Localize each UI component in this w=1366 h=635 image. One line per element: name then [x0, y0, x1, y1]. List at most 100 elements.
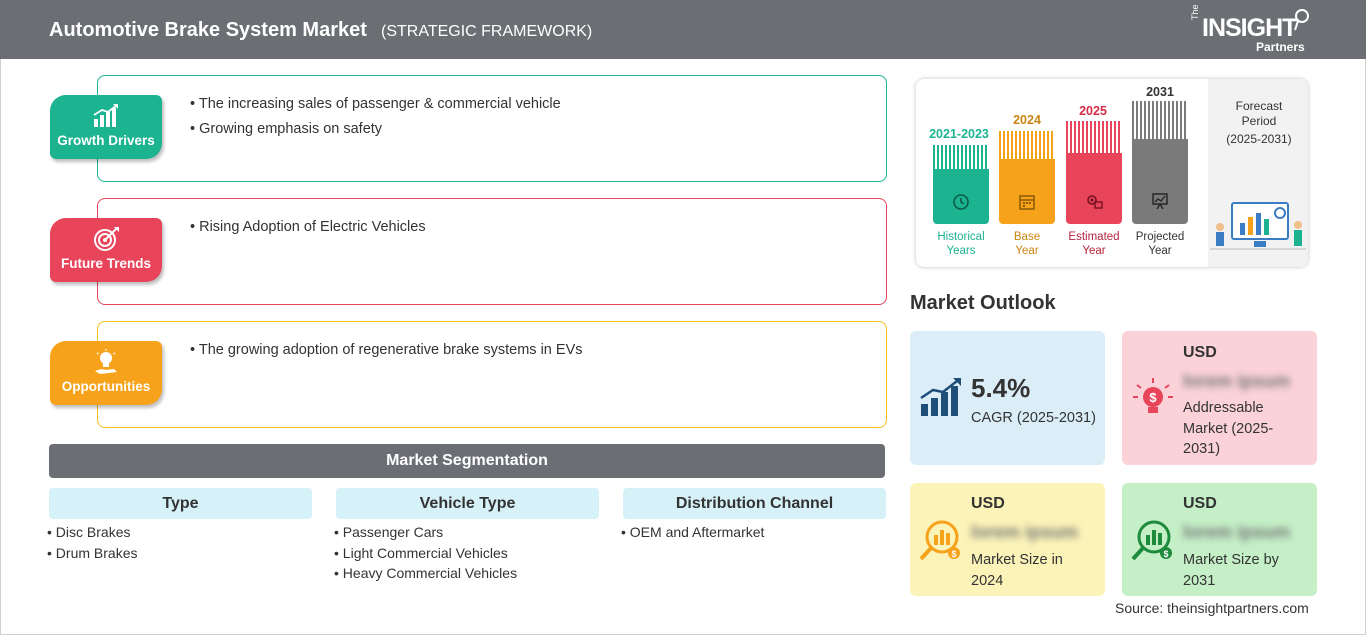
logo-the-text: The — [1190, 4, 1200, 20]
opportunities-badge: Opportunities — [50, 341, 162, 405]
target-icon — [94, 227, 119, 251]
logo-lens-icon — [1294, 9, 1309, 31]
label-line: Year — [1148, 245, 1172, 257]
opportunities-list: The growing adoption of regenerative bra… — [190, 342, 583, 367]
svg-text:$: $ — [1149, 390, 1157, 405]
calendar-icon — [1019, 195, 1035, 210]
presentation-chart-icon — [1152, 193, 1168, 210]
timeline-panel: Forecast Period (2025-2031) 2021-2023 Hi… — [916, 79, 1308, 267]
timeline-year-estimated: 2025 — [1079, 104, 1107, 118]
timeline-bar-estimated — [1066, 121, 1122, 224]
label-line: Historical — [937, 231, 985, 243]
label-line: Year — [1082, 245, 1106, 257]
header-bar: Automotive Brake System Market (STRATEGI… — [0, 0, 1366, 59]
cagr-box: 5.4% CAGR (2025-2031) — [910, 331, 1105, 465]
growth-drivers-badge: Growth Drivers — [50, 95, 162, 159]
list-item: Growing emphasis on safety — [190, 121, 561, 137]
badge-label: Growth Drivers — [57, 133, 155, 148]
label-line: 2031 — [1183, 572, 1216, 589]
logo-insight-text: INSIGHT — [1202, 14, 1297, 42]
list-item: Disc Brakes — [47, 524, 137, 545]
market-size-2024-label: Market Size in 2024 — [971, 550, 1063, 591]
label-line: 2024 — [971, 572, 1004, 589]
label-line: Market Size by — [1183, 552, 1279, 568]
list-item: Rising Adoption of Electric Vehicles — [190, 219, 426, 235]
timeline-label-historical: Historical Years — [926, 230, 996, 258]
history-clock-icon — [953, 194, 969, 210]
usd-label: USD — [1183, 344, 1217, 361]
list-item: The increasing sales of passenger & comm… — [190, 96, 561, 112]
list-item: The growing adoption of regenerative bra… — [190, 342, 583, 358]
forecast-line-3: (2025-2031) — [1226, 132, 1292, 146]
market-size-2024-box: $ USD lorem ipsum Market Size in 2024 — [910, 483, 1105, 596]
magnifier-chart-icon: $ — [1131, 520, 1172, 561]
label-line: Market (2025- — [1183, 420, 1274, 437]
segmentation-title: Market Segmentation — [49, 444, 885, 478]
timeline-label-base: Base Year — [992, 230, 1062, 258]
cagr-label: CAGR (2025-2031) — [971, 410, 1096, 426]
blurred-value: lorem ipsum — [971, 522, 1079, 542]
logo-partners-text: Partners — [1256, 40, 1305, 54]
dollar-bulb-icon: $ — [1133, 378, 1173, 413]
insight-partners-logo: The INSIGHT Partners — [1190, 4, 1310, 54]
list-item: Heavy Commercial Vehicles — [334, 565, 517, 586]
timeline-year-projected: 2031 — [1146, 85, 1174, 99]
segment-list-distribution-channel: OEM and Aftermarket — [621, 524, 765, 545]
forecast-period-label: Forecast Period (2025-2031) — [1216, 99, 1302, 147]
cagr-value: 5.4% — [971, 373, 1031, 403]
growth-drivers-list: The increasing sales of passenger & comm… — [190, 96, 561, 146]
label-line: Years — [946, 245, 976, 257]
blurred-value: lorem ipsum — [1183, 371, 1291, 391]
lightbulb-hand-icon — [95, 349, 117, 374]
badge-label: Opportunities — [61, 379, 151, 394]
timeline-year-base: 2024 — [1013, 113, 1041, 127]
list-item: Drum Brakes — [47, 545, 138, 566]
label-line: Year — [1015, 245, 1039, 257]
timeline-year-historical: 2021-2023 — [929, 127, 989, 141]
forecast-line-2: Period — [1241, 114, 1277, 128]
timeline-bar-projected — [1132, 101, 1188, 224]
page-title: Automotive Brake System Market — [49, 19, 367, 41]
list-item: Passenger Cars — [334, 524, 517, 545]
label-line: Addressable — [1183, 400, 1264, 416]
page-subtitle: (STRATEGIC FRAMEWORK) — [381, 23, 593, 40]
svg-text:$: $ — [951, 549, 956, 559]
usd-label: USD — [971, 495, 1005, 512]
badge-label: Future Trends — [60, 256, 151, 271]
timeline-label-projected: Projected Year — [1125, 230, 1195, 258]
magnifier-chart-icon: $ — [919, 520, 960, 561]
label-line: Projected — [1135, 231, 1185, 243]
analytics-people-icon — [1210, 202, 1306, 250]
future-trends-list: Rising Adoption of Electric Vehicles — [190, 219, 426, 244]
timeline-label-estimated: Estimated Year — [1059, 230, 1129, 258]
growth-bars-icon — [920, 378, 961, 416]
forecast-line-1: Forecast — [1235, 99, 1283, 113]
label-line: Estimated — [1068, 231, 1120, 243]
blurred-value: lorem ipsum — [1183, 522, 1291, 542]
estimate-gear-icon — [1087, 195, 1103, 209]
segment-heading-vehicle-type: Vehicle Type — [336, 488, 599, 519]
usd-label: USD — [1183, 495, 1217, 512]
addressable-market-box: $ USD lorem ipsum Addressable Market (20… — [1122, 331, 1317, 465]
timeline-bar-base — [999, 131, 1055, 224]
segment-heading-type: Type — [49, 488, 312, 519]
growth-drivers-card: The increasing sales of passenger & comm… — [97, 75, 887, 182]
label-line: Market Size in — [971, 552, 1063, 568]
timeline-bar-historical — [933, 145, 989, 224]
market-size-2031-label: Market Size by 2031 — [1183, 550, 1279, 591]
future-trends-card: Rising Adoption of Electric Vehicles — [97, 198, 887, 305]
opportunities-card: The growing adoption of regenerative bra… — [97, 321, 887, 428]
segment-list-vehicle-type: Passenger Cars Light Commercial Vehicles… — [334, 524, 517, 586]
list-item: Light Commercial Vehicles — [334, 545, 517, 566]
addressable-market-label: Addressable Market (2025- 2031) — [1183, 398, 1273, 460]
label-line: 2031) — [1183, 441, 1221, 457]
growth-chart-icon — [93, 104, 118, 127]
market-outlook-title: Market Outlook — [910, 292, 1056, 314]
svg-text:$: $ — [1163, 549, 1168, 559]
market-size-2031-box: $ USD lorem ipsum Market Size by 2031 — [1122, 483, 1317, 596]
list-item: OEM and Aftermarket — [621, 524, 765, 545]
future-trends-badge: Future Trends — [50, 218, 162, 282]
segment-heading-distribution-channel: Distribution Channel — [623, 488, 886, 519]
segment-list-type: Disc Brakes Drum Brakes — [47, 524, 138, 566]
source-note: Source: theinsightpartners.com — [1115, 600, 1309, 616]
